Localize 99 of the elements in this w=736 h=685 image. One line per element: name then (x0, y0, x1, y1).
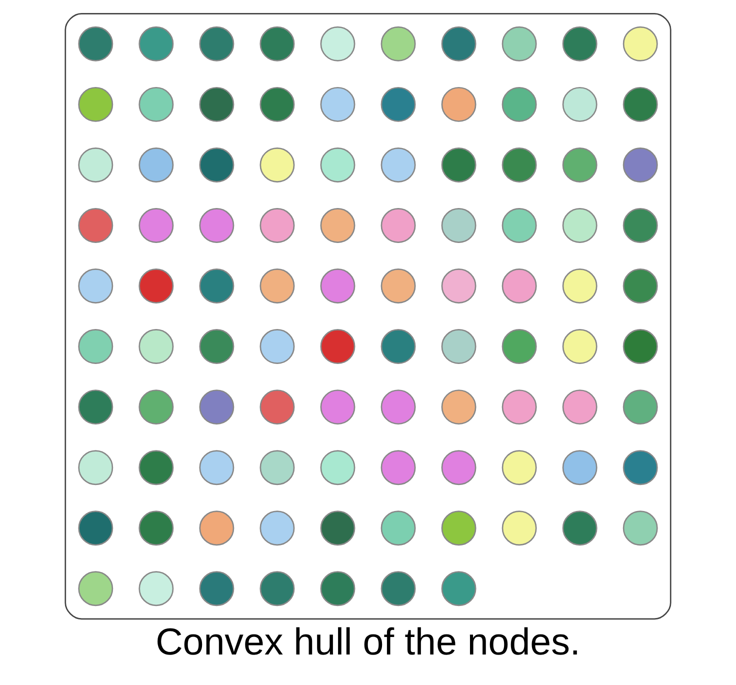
node-circle (502, 26, 537, 62)
node-circle (320, 26, 356, 62)
node-circle (380, 510, 416, 546)
node-circle (320, 329, 356, 364)
node-circle (78, 329, 114, 364)
node-circle (138, 450, 174, 486)
node-circle (260, 268, 295, 304)
node-circle (562, 147, 598, 182)
node-circle (260, 86, 295, 122)
node-circle (260, 571, 295, 606)
node-circle (199, 208, 234, 243)
node-circle (138, 390, 174, 425)
node-circle (502, 268, 537, 304)
node-circle (562, 450, 598, 486)
node-circle (320, 390, 356, 425)
node-circle (138, 571, 174, 606)
node-circle (380, 26, 416, 62)
node-circle (380, 147, 416, 182)
node-circle (78, 268, 114, 304)
node-circle (199, 390, 234, 425)
node-circle (622, 147, 658, 182)
node-circle (441, 208, 476, 243)
node-circle (380, 268, 416, 304)
node-circle (441, 147, 476, 182)
node-circle (199, 268, 234, 304)
node-circle (199, 450, 234, 486)
node-circle (260, 450, 295, 486)
node-circle (502, 390, 537, 425)
node-circle (320, 510, 356, 546)
node-circle (78, 208, 114, 243)
node-circle (138, 329, 174, 364)
node-circle (138, 86, 174, 122)
node-circle (199, 510, 234, 546)
node-circle (380, 571, 416, 606)
node-circle (320, 450, 356, 486)
node-circle (622, 208, 658, 243)
node-circle (502, 86, 537, 122)
node-circle (502, 208, 537, 243)
node-circle (562, 390, 598, 425)
node-circle (320, 86, 356, 122)
node-circle (199, 147, 234, 182)
node-circle (622, 26, 658, 62)
node-circle (78, 147, 114, 182)
node-circle (562, 329, 598, 364)
node-circle (380, 86, 416, 122)
node-circle (441, 268, 476, 304)
node-circle (260, 147, 295, 182)
node-circle (562, 510, 598, 546)
node-circle (78, 26, 114, 62)
node-circle (622, 510, 658, 546)
caption: Convex hull of the nodes. (156, 620, 580, 662)
node-circle (502, 147, 537, 182)
node-circle (441, 510, 476, 546)
node-circle (441, 26, 476, 62)
node-circle (78, 86, 114, 122)
node-circle (502, 329, 537, 364)
node-circle (138, 26, 174, 62)
node-circle (78, 571, 114, 606)
node-circle (78, 450, 114, 486)
node-circle (622, 450, 658, 486)
node-circle (502, 450, 537, 486)
node-circle (441, 390, 476, 425)
node-circle (380, 329, 416, 364)
node-circle (138, 147, 174, 182)
node-circle (199, 571, 234, 606)
node-circle (622, 390, 658, 425)
node-circle (562, 268, 598, 304)
node-circle (199, 86, 234, 122)
node-circle (441, 450, 476, 486)
node-circle (199, 26, 234, 62)
node-circle (260, 510, 295, 546)
node-circle (138, 268, 174, 304)
node-circle (562, 26, 598, 62)
node-circle (320, 147, 356, 182)
node-circle (78, 390, 114, 425)
node-circle (441, 571, 476, 606)
node-circle (622, 268, 658, 304)
node-circle (502, 510, 537, 546)
cluster (64, 12, 672, 620)
node-circle (441, 329, 476, 364)
node-circle (260, 390, 295, 425)
node-circle (78, 510, 114, 546)
node-circle (622, 86, 658, 122)
node-circle (260, 329, 295, 364)
node-circle (138, 510, 174, 546)
node-circle (260, 26, 295, 62)
node-circle (199, 329, 234, 364)
node-circle (320, 208, 356, 243)
node-circle (260, 208, 295, 243)
node-circle (441, 86, 476, 122)
node-circle (380, 390, 416, 425)
node-circle (380, 208, 416, 243)
node-circle (320, 571, 356, 606)
node-circle (138, 208, 174, 243)
node-circle (380, 450, 416, 486)
node-circle (562, 208, 598, 243)
node-circle (320, 268, 356, 304)
node-circle (622, 329, 658, 364)
node-circle (562, 86, 598, 122)
